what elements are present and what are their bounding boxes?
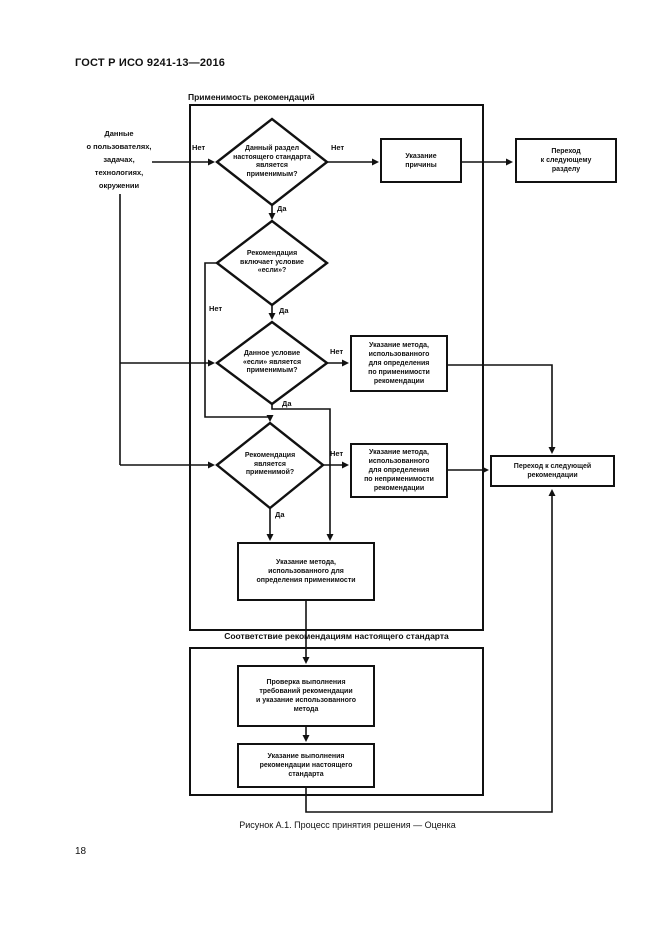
section2-frame <box>189 647 484 796</box>
page-number: 18 <box>75 846 87 857</box>
decision-diamond-2-text: Рекомендация включает условие «если»? <box>240 250 304 275</box>
box-method-determination: Указание метода, использованного для опр… <box>237 542 375 601</box>
arrow-into-check <box>302 657 310 664</box>
section1-frame <box>189 104 484 631</box>
figure-caption: Рисунок А.1. Процесс принятия решения — … <box>239 820 456 830</box>
box-state-reason: Указание причины <box>380 138 462 183</box>
edge-label-yes-d2: Да <box>279 306 289 315</box>
decision-diamond-3-shape <box>214 320 330 406</box>
edge-label-no-d1-left: Нет <box>192 143 206 152</box>
arrow-into-d3-left <box>208 359 215 367</box>
box-record-compliance: Указание выполнения рекомендации настоящ… <box>237 743 375 788</box>
connector-d3-yes <box>271 404 331 535</box>
arrowheads <box>208 158 556 742</box>
edge-label-yes-d4: Да <box>275 510 285 519</box>
arrow-into-next-rec-top <box>548 447 556 454</box>
arrow-d4yes-into-determination <box>266 534 274 541</box>
section-frames <box>189 104 484 796</box>
box-method-applicable: Указание метода, использованного для опр… <box>350 335 448 392</box>
arrow-into-method-not-applicable <box>342 461 349 469</box>
edge-label-yes-d3: Да <box>282 399 292 408</box>
arrow-into-d4-left <box>208 461 215 469</box>
box-check-compliance: Проверка выполнения требований рекоменда… <box>237 665 375 727</box>
input-data-label: Данные о пользователях, задачах, техноло… <box>86 129 152 190</box>
arrow-d3yes-into-determination <box>326 534 334 541</box>
arrow-into-next-section <box>506 158 513 166</box>
arrow-into-next-rec-left <box>482 466 489 474</box>
decision-diamond-3-text: Данное условие «если» является применимы… <box>242 350 302 375</box>
arrow-into-reason <box>372 158 379 166</box>
arrow-into-method-applicable <box>342 359 349 367</box>
arrow-into-d2 <box>268 213 276 220</box>
box-method-not-applicable: Указание метода, использованного для опр… <box>350 443 448 498</box>
edge-label-no-d4: Нет <box>330 449 344 458</box>
edge-label-no-d2: Нет <box>209 304 223 313</box>
decision-diamonds <box>214 117 330 510</box>
section1-title: Применимость рекомендаций <box>188 92 315 102</box>
arrow-into-d3-top <box>268 313 276 320</box>
arrow-into-d1 <box>208 158 215 166</box>
decision-diamond-4-shape <box>215 421 325 510</box>
decision-diamond-2-shape <box>215 219 329 307</box>
decision-diamond-1-text: Данный раздел настоящего стандарта являе… <box>233 145 311 178</box>
box-next-section: Переход к следующему разделу <box>515 138 617 183</box>
section2-title: Соответствие рекомендациям настоящего ст… <box>224 631 449 641</box>
edge-label-yes-d1: Да <box>277 204 287 213</box>
connector-record-loopback <box>305 495 553 813</box>
connector-applicable-to-next-rec <box>448 364 553 448</box>
edge-label-no-d3: Нет <box>330 347 344 356</box>
edge-label-no-d1-right: Нет <box>331 143 345 152</box>
box-next-recommendation: Переход к следующей рекомендации <box>490 455 615 487</box>
decision-diamond-4-text: Рекомендация является применимой? <box>244 452 296 477</box>
arrow-into-record <box>302 735 310 742</box>
arrow-into-d4-top <box>266 415 274 422</box>
decision-diamond-1-shape <box>215 117 329 207</box>
arrow-into-next-rec-bottom <box>548 489 556 496</box>
document-header: ГОСТ Р ИСО 9241-13—2016 <box>75 57 226 69</box>
